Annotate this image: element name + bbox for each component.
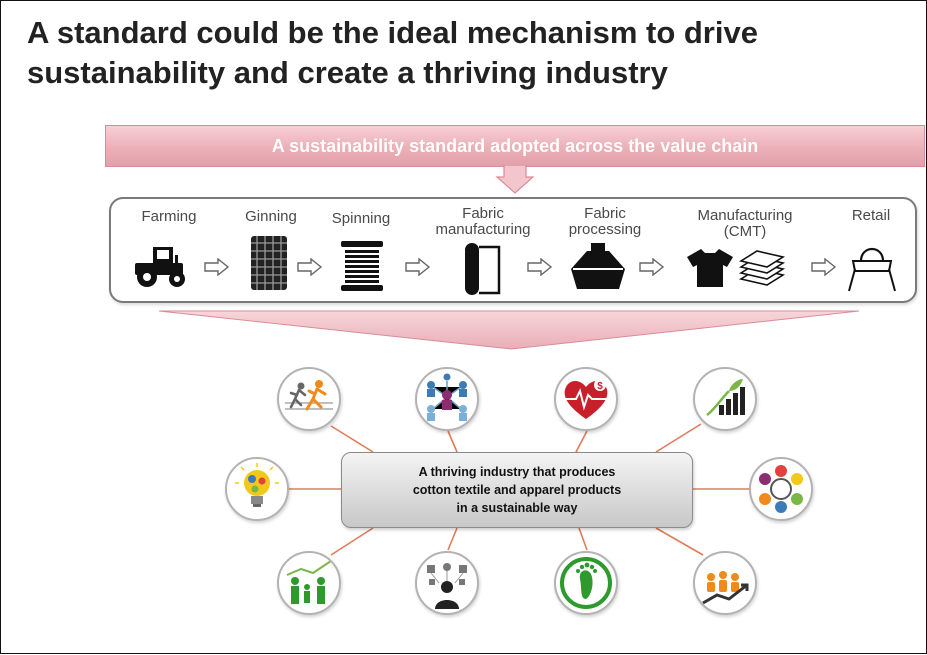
stage-label-spinning: Spinning [331, 210, 391, 227]
chain-arrow-icon [204, 258, 230, 276]
heart-health-icon: $ [564, 379, 608, 419]
runners-icon [285, 380, 333, 411]
garment-icon [687, 249, 733, 287]
stage-label-farming: Farming [141, 208, 197, 225]
stage-label-ginning: Ginning [245, 208, 297, 225]
fabric-roll-icon [465, 243, 501, 295]
center-line-3: in a sustainable way [456, 501, 578, 515]
outcome-circle-footprint [554, 551, 618, 615]
outcome-circle-heart: $ [554, 367, 618, 431]
outcome-circle-team [693, 551, 757, 615]
outcome-circle-runners [277, 367, 341, 431]
chain-arrow-icon [811, 258, 837, 276]
family-growth-icon [286, 560, 332, 604]
svg-text:$: $ [597, 381, 603, 392]
outcome-circle-growth [693, 367, 757, 431]
lightbulb-icon [235, 463, 279, 507]
center-hub-box: A thriving industry that produces cotton… [341, 452, 693, 528]
outcome-circle-network [415, 367, 479, 431]
stage-label-manufacturing-cmt: Manufacturing(CMT) [697, 207, 793, 240]
page-title: A standard could be the ideal mechanism … [27, 13, 907, 93]
stage-label-retail: Retail [851, 207, 891, 224]
dye-bottle-icon [571, 243, 625, 289]
business-people-icon [427, 563, 467, 609]
down-arrow-icon [495, 165, 535, 194]
value-chain-box [109, 197, 917, 303]
cotton-bale-icon [251, 236, 287, 290]
chain-arrow-icon [297, 258, 323, 276]
outcome-circle-family [277, 551, 341, 615]
network-people-icon [427, 373, 467, 421]
outcome-circle-collaboration [749, 457, 813, 521]
outcome-circle-lightbulb [225, 457, 289, 521]
collaboration-wheel-icon [759, 465, 803, 513]
team-trend-icon [702, 571, 749, 605]
spool-icon [341, 241, 383, 291]
title-line-2: sustainability and create a thriving ind… [27, 55, 668, 90]
tractor-icon [135, 247, 185, 287]
shopping-bag-icon [848, 247, 896, 292]
center-line-1: A thriving industry that produces [418, 465, 616, 479]
footprint-icon [560, 557, 612, 609]
chain-arrow-icon [639, 258, 665, 276]
title-line-1: A standard could be the ideal mechanism … [27, 15, 758, 50]
growth-chart-icon [706, 379, 745, 416]
center-line-2: cotton textile and apparel products [412, 483, 622, 497]
folded-clothes-icon [738, 250, 786, 286]
outcome-circle-business [415, 551, 479, 615]
banner-text: A sustainability standard adopted across… [271, 135, 759, 156]
chain-arrow-icon [527, 258, 553, 276]
chain-arrow-icon [405, 258, 431, 276]
